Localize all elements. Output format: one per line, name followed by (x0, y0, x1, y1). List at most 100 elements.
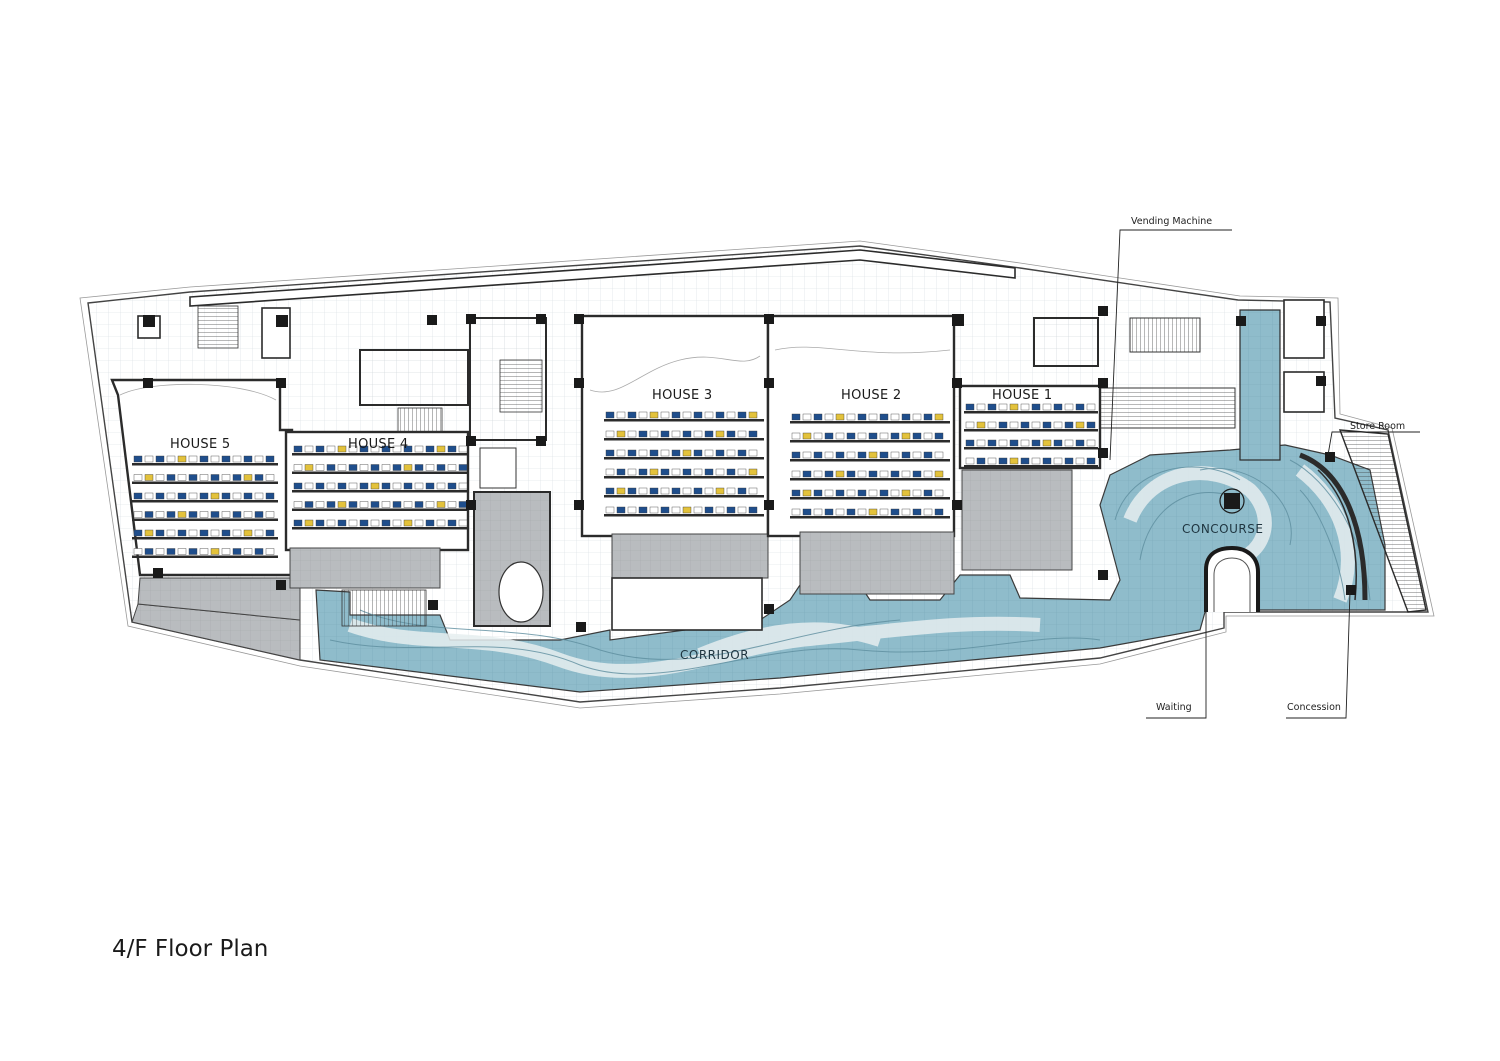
seat (188, 474, 198, 481)
seat (133, 511, 143, 518)
seat (715, 468, 725, 476)
seat (934, 413, 944, 421)
seat (857, 470, 867, 478)
seat (133, 474, 143, 481)
seat (188, 548, 198, 555)
seat (177, 474, 187, 481)
seat (436, 501, 446, 508)
seat (693, 449, 703, 457)
seat (1020, 439, 1030, 447)
seat (704, 506, 714, 514)
seat (403, 501, 413, 508)
seat-row (292, 453, 468, 456)
seat (348, 519, 358, 527)
house3-label: HOUSE 3 (652, 388, 713, 403)
seat (315, 501, 325, 508)
seat (682, 430, 692, 438)
seat (447, 519, 457, 527)
seat (671, 430, 681, 438)
seat (1042, 439, 1052, 447)
seat (868, 508, 878, 516)
seat-row (790, 421, 950, 424)
callout-vending-machine: Vending Machine (1131, 216, 1212, 227)
seat (987, 457, 997, 465)
seat (802, 470, 812, 478)
seat (315, 464, 325, 471)
seat (447, 464, 457, 471)
escalator-top (1129, 317, 1201, 353)
seat-row (604, 495, 764, 498)
seat (1009, 403, 1019, 411)
seat (1086, 421, 1096, 429)
seat (293, 501, 303, 508)
seat (359, 445, 369, 453)
seat-row (292, 471, 468, 474)
seat-row (964, 447, 1098, 450)
seat-row (604, 438, 764, 441)
seat (976, 403, 986, 411)
seat (166, 529, 176, 537)
seat (155, 492, 165, 500)
seat-row (132, 500, 278, 503)
seat (813, 432, 823, 440)
seat (348, 445, 358, 453)
seat (1086, 439, 1096, 447)
seat (403, 464, 413, 471)
seat (835, 413, 845, 421)
seat (693, 430, 703, 438)
seat (649, 468, 659, 476)
seat (616, 411, 626, 419)
house-2 (766, 314, 956, 595)
seat (1053, 421, 1063, 429)
seat (923, 508, 933, 516)
seat (304, 501, 314, 508)
seat (715, 449, 725, 457)
seat (144, 455, 154, 463)
seat (232, 455, 242, 463)
seat (715, 430, 725, 438)
seat (660, 411, 670, 419)
seat (326, 464, 336, 471)
seat (890, 451, 900, 459)
seat (1053, 403, 1063, 411)
seat (846, 489, 856, 497)
seat (879, 470, 889, 478)
seat (835, 451, 845, 459)
seat (726, 468, 736, 476)
seat (748, 506, 758, 514)
seat (868, 451, 878, 459)
seat (199, 548, 209, 555)
seat (923, 489, 933, 497)
northwest-rooms (137, 299, 1325, 413)
seat (436, 464, 446, 471)
seat (987, 403, 997, 411)
seat (370, 464, 380, 471)
seat (265, 548, 275, 555)
seat (857, 489, 867, 497)
seat (649, 506, 659, 514)
seat (221, 474, 231, 481)
seat (976, 439, 986, 447)
seat (210, 455, 220, 463)
seat (693, 506, 703, 514)
seat (835, 489, 845, 497)
north-wall (189, 249, 1016, 307)
seat (802, 413, 812, 421)
house-4 (284, 430, 470, 589)
seat (315, 519, 325, 527)
seat (912, 413, 922, 421)
seat (293, 482, 303, 490)
seat (671, 468, 681, 476)
seat (923, 451, 933, 459)
seat (813, 508, 823, 516)
seat (726, 506, 736, 514)
seat (254, 511, 264, 518)
seat (791, 489, 801, 497)
seat (1075, 439, 1085, 447)
seat (802, 508, 812, 516)
seat (458, 445, 468, 453)
seat (188, 529, 198, 537)
seat (265, 492, 275, 500)
seat (857, 451, 867, 459)
seat (726, 487, 736, 495)
